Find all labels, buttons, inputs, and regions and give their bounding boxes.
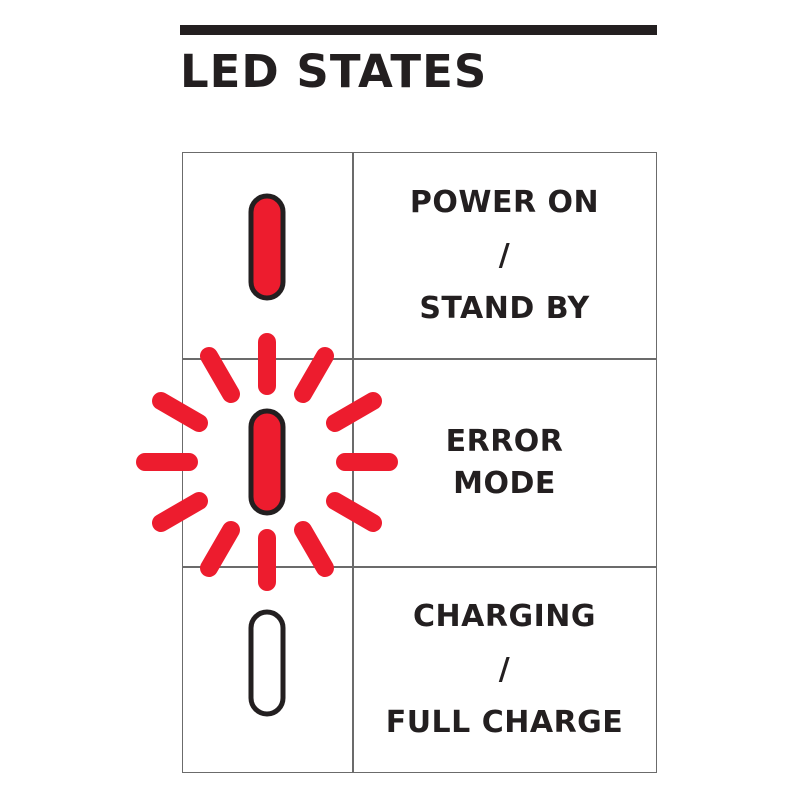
label-line: ERROR <box>445 423 564 459</box>
label-line: FULL CHARGE <box>385 705 624 740</box>
label-line: MODE <box>453 465 556 501</box>
label-line: / <box>498 238 511 273</box>
led-states-table: POWER ON / STAND BY ERROR MODE CHARGING … <box>182 152 657 773</box>
label-line: / <box>498 652 511 687</box>
label-line: CHARGING <box>413 599 596 634</box>
row-divider <box>183 358 656 360</box>
label-line: STAND BY <box>419 291 590 326</box>
row-divider <box>183 566 656 568</box>
label-line: POWER ON <box>409 185 600 220</box>
row-label-charging: CHARGING / FULL CHARGE <box>353 567 656 772</box>
title-rule <box>180 25 657 35</box>
page-title: LED STATES <box>180 45 488 98</box>
row-label-power-on: POWER ON / STAND BY <box>353 153 656 358</box>
row-label-error-mode: ERROR MODE <box>353 359 656 566</box>
